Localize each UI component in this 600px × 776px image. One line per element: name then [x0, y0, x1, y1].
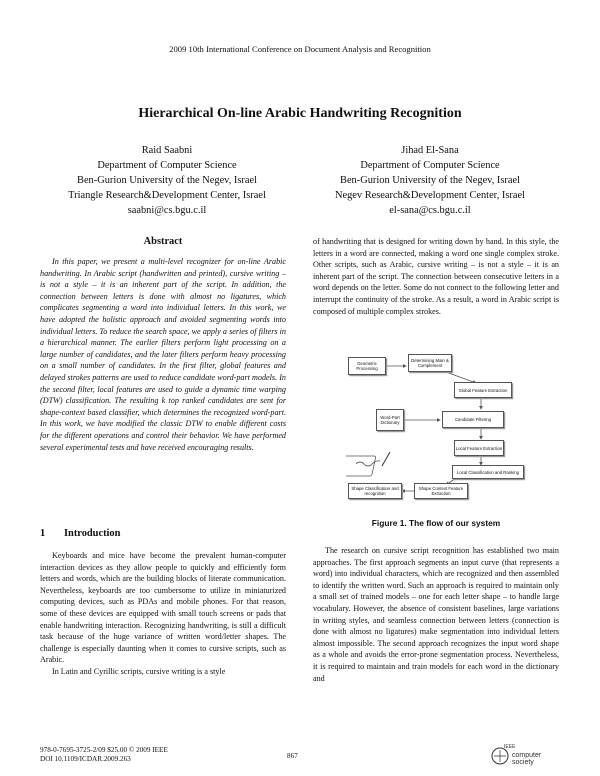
author-name: Raid Saabni	[141, 145, 193, 156]
author-name: Jihad El-Sana	[401, 145, 459, 156]
tablet-icon	[346, 451, 391, 477]
author-university: Ben-Gurion University of the Negev, Isra…	[340, 175, 520, 186]
intro-paragraph-1: Keyboards and mice have become the preva…	[40, 551, 286, 665]
flow-arrows	[346, 364, 483, 493]
paper-title: Hierarchical On-line Arabic Handwriting …	[138, 106, 462, 121]
abstract-body: In this paper, we present a multi-level …	[40, 256, 286, 453]
right-paragraph-1: of handwriting that is designed for writ…	[313, 237, 559, 316]
author-dept: Department of Computer Science	[360, 160, 500, 171]
author-dept: Department of Computer Science	[97, 160, 237, 171]
author-center: Triangle Research&Development Center, Is…	[68, 190, 266, 201]
section-heading-introduction: 1 Introduction	[40, 528, 120, 539]
author-university: Ben-Gurion University of the Negev, Isra…	[77, 175, 257, 186]
section-number: 1	[40, 528, 46, 539]
box-local-classification: Local Classification and Ranking	[452, 465, 524, 479]
logo-text: computer society	[512, 752, 542, 766]
author-block-1: Raid Saabni Department of Computer Scien…	[32, 143, 302, 218]
right-paragraph-2: The research on cursive script recogniti…	[313, 546, 559, 683]
box-word-part-dictionary: Word-Part Dictionary	[376, 409, 404, 431]
footer-doi: DOI 10.1109/ICDAR.2009.263	[40, 755, 131, 763]
right-column-top: of handwriting that is designed for writ…	[313, 236, 559, 317]
intro-paragraph-2: In Latin and Cyrillic scripts, cursive w…	[52, 666, 226, 676]
page-number: 867	[287, 752, 298, 760]
box-local-feature: Local Feature Extraction	[454, 440, 504, 456]
right-column-bottom: The research on cursive script recogniti…	[313, 545, 559, 684]
conference-header: 2009 10th International Conference on Do…	[169, 44, 431, 54]
logo-prefix: IEEE	[504, 744, 516, 750]
section-title: Introduction	[64, 528, 121, 539]
flow-diagram: Geometric Processing Determining Main & …	[346, 352, 524, 504]
figure-caption: Figure 1. The flow of our system	[371, 518, 501, 528]
footer-left: 978-0-7695-3725-2/09 $25.00 © 2009 IEEE …	[40, 746, 168, 764]
footer-isbn: 978-0-7695-3725-2/09 $25.00 © 2009 IEEE	[40, 746, 168, 754]
box-shape-context: Shape Context Feature Extraction	[414, 483, 468, 499]
author-email[interactable]: saabni@cs.bgu.c.il	[127, 205, 207, 216]
abstract-heading: Abstract	[143, 236, 183, 247]
box-geometric-processing: Geometric Processing	[348, 357, 386, 375]
author-block-2: Jihad El-Sana Department of Computer Sci…	[295, 143, 565, 218]
computer-society-logo: IEEE computer society	[490, 742, 560, 770]
logo-mark-icon	[491, 747, 509, 765]
author-email[interactable]: el-sana@cs.bgu.c.il	[389, 205, 471, 216]
arrow	[445, 371, 477, 384]
author-center: Negev Research&Development Center, Israe…	[335, 190, 525, 201]
box-main-complement: Determining Main & Complement	[408, 354, 452, 372]
box-shape-classification: Shape Classification and recognition	[348, 483, 402, 499]
intro-body: Keyboards and mice have become the preva…	[40, 550, 286, 678]
box-candidate-filtering: Candidate Filtering	[442, 411, 504, 428]
abstract-text: In this paper, we present a multi-level …	[40, 257, 286, 452]
box-global-feature: Global Feature Extraction	[454, 382, 512, 398]
